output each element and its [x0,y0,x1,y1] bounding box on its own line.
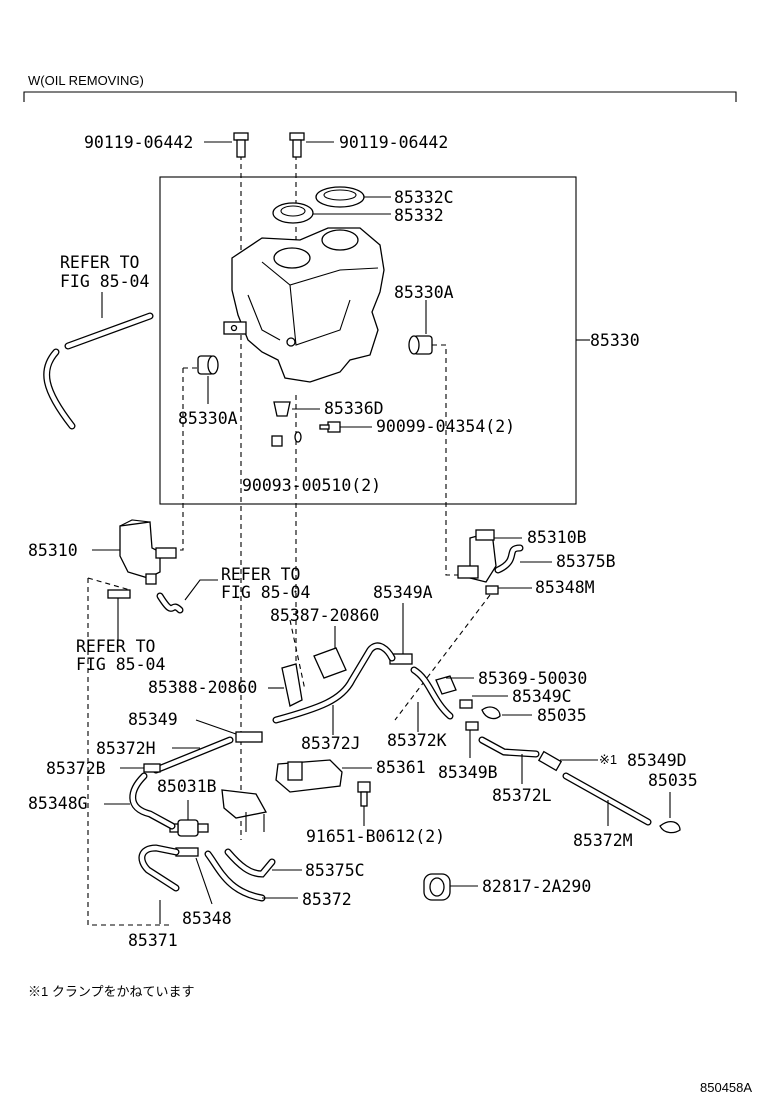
label-hose-372l: 85372L [492,786,552,805]
label-valve-031b: 85031B [157,777,217,796]
label-ref-top-fig: FIG 85-04 [60,272,149,291]
clamp-369-icon [435,675,457,695]
bracket-361-icon [275,759,343,793]
label-clip-035-b: 85035 [648,771,698,790]
label-screw: 90099-04354(2) [376,417,515,436]
label-joint-348g: 85348G [28,794,88,813]
label-hose-375b: 85375B [556,552,616,571]
footnote: ※1 クランプをかねています [28,984,194,999]
label-grommet-828: 82817-2A290 [482,877,591,896]
label-cap-c: 85332C [394,188,454,207]
label-joint-372b: 85372B [46,759,106,778]
label-hose-372j: 85372J [301,734,361,753]
label-clamp-387: 85387-20860 [270,606,379,625]
mount-bracket-icon [221,789,268,832]
label-joint-348m: 85348M [535,578,595,597]
label-tank: 85330 [590,331,640,350]
joint-349-icon [235,731,263,743]
pump-front-icon [119,519,177,585]
washer-tank-icon [223,227,385,383]
joint-left-icon [107,589,131,599]
label-pump-front: 85310 [28,541,78,560]
label-pump-rear: 85310B [527,528,587,547]
hose-pump-front-icon [156,592,184,614]
label-hose-372k: 85372K [387,731,447,750]
diagram-id: 850458A [700,1080,752,1095]
joint-349d-icon [537,750,563,772]
nut-icon [271,431,302,447]
clamp-387-icon [313,647,347,679]
clip-035-b-icon [659,820,681,834]
bolt-left-icon [233,132,249,158]
hose-upper-left-icon [43,312,154,430]
grommet-a-right-icon [408,335,433,355]
variant-header: W(OIL REMOVING) [28,73,144,88]
label-seal-d: 85336D [324,399,384,418]
valve-031b-icon [169,819,209,837]
hose-371-icon [138,844,180,892]
label-hose-371: 85371 [128,931,178,950]
hose-372k-icon [410,666,454,720]
label-ref-mid: REFER TO [221,565,300,584]
bolt-right-icon [289,132,305,158]
label-ref-mid-fig: FIG 85-04 [221,583,310,602]
hose-372l-icon [478,736,540,758]
label-hose-375c: 85375C [305,861,365,880]
note-mark: ※1 [599,752,617,767]
joint-349b-icon [465,721,479,731]
cap-icon [272,202,314,224]
label-grommet-a-right: 85330A [394,283,454,302]
grommet-a-left-icon [197,355,219,375]
label-joint-349d: 85349D [627,751,687,770]
joint-372b-icon [143,763,161,773]
label-bolt-right: 90119-06442 [339,133,448,152]
hose-348g-icon [129,772,176,830]
label-joint-348: 85348 [182,909,232,928]
label-joint-349: 85349 [128,710,178,729]
bolt-916-icon [357,781,371,807]
label-ref-low: REFER TO [76,637,155,656]
label-clamp-369: 85369-50030 [478,669,587,688]
clip-035-a-icon [481,706,501,720]
label-bolt-left: 90119-06442 [84,133,193,152]
grommet-828-icon [423,873,451,901]
label-nut: 90093-00510(2) [242,476,381,495]
hose-372h-icon [152,736,234,774]
hose-372m-icon [562,772,652,826]
label-ref-top: REFER TO [60,253,139,272]
joint-348m-icon [485,585,499,595]
cap-c-icon [315,186,365,208]
label-bolt-916: 91651-B0612(2) [306,827,445,846]
hose-372j-icon [272,642,396,724]
label-joint-349a: 85349A [373,583,433,602]
header-bracket [23,91,737,102]
label-cap: 85332 [394,206,444,225]
label-joint-349b: 85349B [438,763,498,782]
label-hose-372h: 85372H [96,739,156,758]
label-joint-349c: 85349C [512,687,572,706]
hose-375c-icon [224,848,276,878]
seal-d-icon [273,401,291,417]
clamp-388-icon [281,663,303,707]
label-grommet-a-left: 85330A [178,409,238,428]
label-clamp-388: 85388-20860 [148,678,257,697]
label-hose-372m: 85372M [573,831,633,850]
label-bracket-361: 85361 [376,758,426,777]
pump-rear-icon [457,529,497,583]
joint-349c-icon [459,699,473,709]
hose-372-icon [204,850,266,902]
label-ref-low-fig: FIG 85-04 [76,655,165,674]
label-clip-035-a: 85035 [537,706,587,725]
label-hose-372: 85372 [302,890,352,909]
hose-375b-icon [494,544,524,574]
screw-icon [319,421,341,433]
